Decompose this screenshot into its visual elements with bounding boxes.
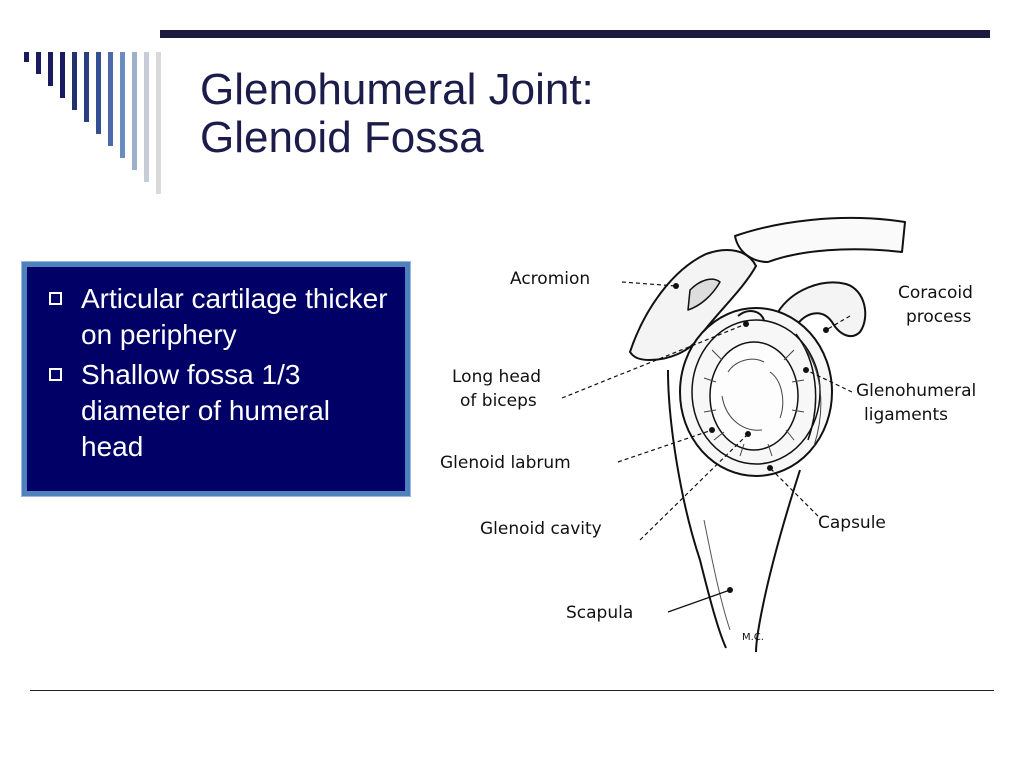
bullet-box: Articular cartilage thicker on periphery… — [22, 262, 410, 496]
leader-dots — [673, 283, 829, 593]
illustrator-signature: M.C. — [742, 632, 764, 643]
label-capsule: Capsule — [818, 513, 886, 533]
bullet-item: Shallow fossa 1/3 diameter of humeral he… — [47, 357, 393, 465]
bullet-item: Articular cartilage thicker on periphery — [47, 281, 393, 353]
scapula-drawing — [629, 216, 906, 653]
square-bullet-icon — [49, 292, 62, 305]
label-coracoid-line1: Coracoid — [898, 283, 973, 303]
square-bullet-icon — [49, 368, 62, 381]
label-gh-ligaments-line1: Glenohumeral — [856, 381, 976, 401]
label-glenoid-cavity: Glenoid cavity — [480, 519, 602, 539]
bullet-text: Articular cartilage thicker on periphery — [81, 283, 388, 350]
anatomy-labels: Acromion Coracoid process Long head of b… — [440, 269, 976, 643]
title-line-1: Glenohumeral Joint: — [200, 65, 594, 114]
glenoid-fossa-illustration: Acromion Coracoid process Long head of b… — [440, 216, 976, 653]
top-rule — [160, 30, 990, 38]
slide-title: Glenohumeral Joint: Glenoid Fossa — [200, 66, 594, 162]
bottom-rule — [30, 690, 994, 691]
title-line-2: Glenoid Fossa — [200, 113, 484, 162]
label-acromion: Acromion — [510, 269, 590, 289]
label-biceps-line2: of biceps — [460, 391, 537, 411]
label-gh-ligaments-line2: ligaments — [864, 405, 948, 425]
label-coracoid-line2: process — [906, 307, 971, 327]
bullet-list: Articular cartilage thicker on periphery… — [27, 267, 405, 465]
label-scapula: Scapula — [566, 603, 633, 623]
scapula-leader-line — [667, 589, 731, 613]
leader-lines — [561, 281, 853, 541]
label-biceps-line1: Long head — [452, 367, 541, 387]
label-glenoid-labrum: Glenoid labrum — [440, 453, 571, 473]
bullet-text: Shallow fossa 1/3 diameter of humeral he… — [81, 359, 331, 462]
decorative-stripes — [24, 52, 174, 212]
